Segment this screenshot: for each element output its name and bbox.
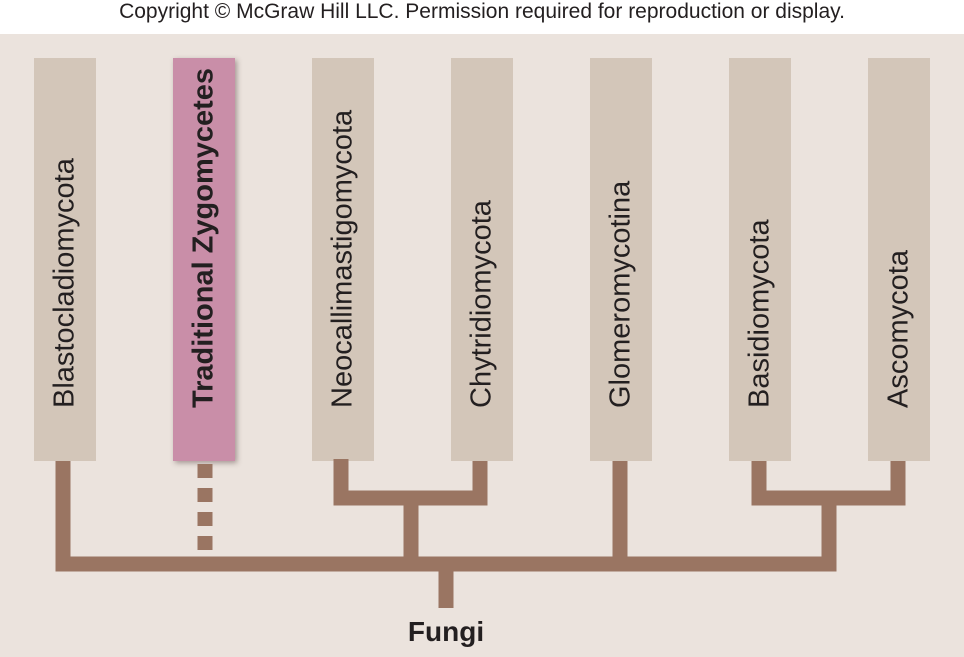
root-label-fungi: Fungi — [407, 616, 485, 647]
taxon-traditional-zygomycetes: Traditional Zygomycetes — [173, 58, 235, 461]
taxon-chytridiomycota: Chytridiomycota — [451, 58, 513, 461]
taxon-glomeromycotina: Glomeromycotina — [590, 58, 652, 461]
copyright-notice: Copyright © McGraw Hill LLC. Permission … — [0, 0, 964, 34]
taxon-blastocladiomycota: Blastocladiomycota — [34, 58, 96, 461]
taxon-ascomycota: Ascomycota — [868, 58, 930, 461]
taxon-basidiomycota: Basidiomycota — [729, 58, 791, 461]
taxon-neocallimastigomycota: Neocallimastigomycota — [312, 58, 374, 461]
